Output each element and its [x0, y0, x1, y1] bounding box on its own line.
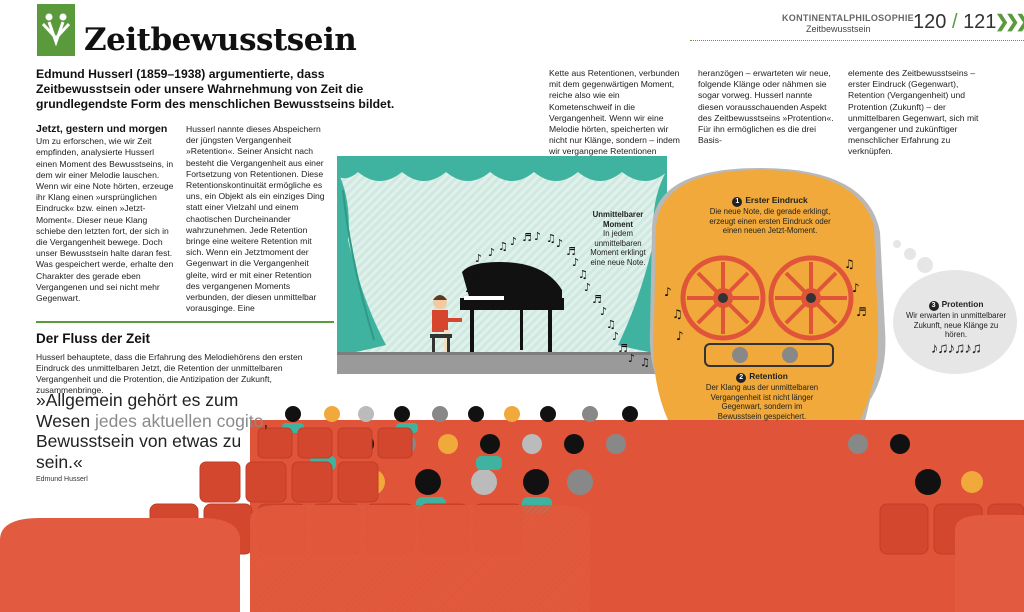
text-column-2: Husserl nannte dieses Abspeichern der jü… [186, 124, 326, 314]
svg-text:♪: ♪ [612, 330, 619, 343]
callout-moment-title: Unmittelbarer Moment [592, 210, 644, 229]
pull-quote: »Allgemein gehört es zum Wesen jedes akt… [36, 390, 276, 472]
text-column-4: heranzögen – erwarteten wir neue, folgen… [698, 68, 838, 146]
head-notes: ♪♫♪ ♫♪♬ [664, 257, 867, 343]
svg-text:♬: ♬ [566, 245, 576, 258]
section-logo [37, 4, 75, 56]
svg-text:♫: ♫ [470, 270, 480, 283]
svg-text:♪: ♪ [465, 282, 472, 295]
svg-text:♪: ♪ [600, 305, 607, 318]
svg-text:♫: ♫ [606, 318, 616, 331]
pianist [430, 295, 462, 352]
audience [0, 406, 1024, 612]
column-text: Husserl nannte dieses Abspeichern der jü… [186, 124, 325, 314]
column-text: elemente des Zeitbewusstseins – erster E… [848, 68, 979, 157]
svg-text:♪: ♪ [584, 281, 591, 294]
intro-paragraph: Edmund Husserl (1859–1938) argumentierte… [36, 67, 395, 111]
svg-text:♬: ♬ [592, 293, 602, 306]
callout-text: Der Klang aus der unmittelbaren Vergange… [705, 383, 819, 421]
text-column-5: elemente des Zeitbewusstseins – erster E… [848, 68, 988, 158]
callout-title: Erster Eindruck [745, 195, 808, 205]
quote-author: Edmund Husserl [36, 476, 88, 483]
running-head-section: KONTINENTALPHILOSOPHIE [782, 13, 914, 23]
svg-text:♪: ♪ [852, 281, 860, 295]
text-column-1: Jetzt, gestern und morgen Um zu erforsch… [36, 123, 176, 304]
column-text: Kette aus Retentionen, verbunden mit dem… [549, 68, 680, 157]
chevrons-icon: ❯❯❯ [995, 12, 1024, 31]
callout-number: 3 [928, 301, 939, 311]
page-number-left: 120 [913, 11, 947, 33]
svg-text:♫: ♫ [844, 257, 855, 271]
text-column-3: Kette aus Retentionen, verbunden mit dem… [549, 68, 685, 158]
svg-text:♪: ♪ [488, 246, 495, 259]
thinker-icon [41, 13, 71, 46]
callout-title: Retention [749, 371, 788, 381]
svg-text:♪: ♪ [510, 235, 517, 248]
music-notes: ♪♫♪ ♬♪♫ ♪♬♪ ♫♪♬ ♪♫♪ ♬♪♫ ♪♫♪ [465, 230, 650, 369]
svg-text:♬: ♬ [856, 305, 867, 319]
callout-moment-text: In jedem unmittelbaren Moment erklingt e… [590, 229, 646, 267]
page-numbers: 120 / 121 [913, 11, 996, 34]
svg-text:♪: ♪ [534, 230, 541, 243]
callout-text: Wir erwarten in unmittelbarer Zukunft, n… [905, 311, 1007, 340]
quote-part-1: »Allgemein gehört es zum Wesen [36, 390, 239, 431]
page-number-right: 121 [963, 11, 997, 33]
callout-number: 1 [732, 197, 743, 207]
svg-text:♪: ♪ [556, 237, 563, 250]
protention-notes: ♪♫♪♫♪♫ [930, 339, 982, 357]
svg-text:♬: ♬ [522, 231, 532, 244]
svg-text:♫: ♫ [640, 356, 650, 369]
svg-text:♪: ♪ [572, 256, 579, 269]
section-heading: Der Fluss der Zeit [36, 331, 151, 346]
page-separator: / [951, 11, 958, 33]
svg-text:♪: ♪ [628, 352, 635, 365]
svg-text:♪: ♪ [664, 285, 672, 299]
section-text: Husserl behauptete, dass die Erfahrung d… [36, 352, 303, 395]
running-head-subsection: Zeitbewusstsein [806, 24, 871, 34]
svg-text:♫: ♫ [578, 268, 588, 281]
callout-number: 2 [736, 373, 747, 383]
svg-text:♫: ♫ [498, 240, 508, 253]
column-heading: Jetzt, gestern und morgen [36, 123, 168, 135]
callout-title: Protention [941, 299, 984, 309]
svg-text:♪: ♪ [676, 329, 684, 343]
callout-text: Die neue Note, die gerade erklingt, erze… [709, 207, 831, 236]
thought-bubble [893, 240, 1017, 374]
tape-reels [680, 255, 854, 367]
svg-text:♫: ♫ [546, 232, 556, 245]
svg-text:♪: ♪ [475, 252, 482, 265]
callout-moment: Unmittelbarer Moment In jedem unmittelba… [586, 210, 650, 268]
column-text: Um zu erforschen, wie wir Zeit empfinden… [36, 136, 174, 304]
svg-text:♫: ♫ [672, 307, 683, 321]
quote-highlight: jedes aktuellen cogito [95, 410, 264, 431]
header-divider [690, 40, 1024, 41]
page-title: Zeitbewusstsein [84, 22, 357, 58]
piano [460, 262, 564, 352]
section-divider [36, 321, 334, 323]
column-text: heranzögen – erwarteten wir neue, folgen… [698, 68, 834, 146]
quote-part-2: , Bewusstsein von etwas zu sein.« [36, 410, 269, 472]
svg-text:♬: ♬ [618, 342, 628, 355]
